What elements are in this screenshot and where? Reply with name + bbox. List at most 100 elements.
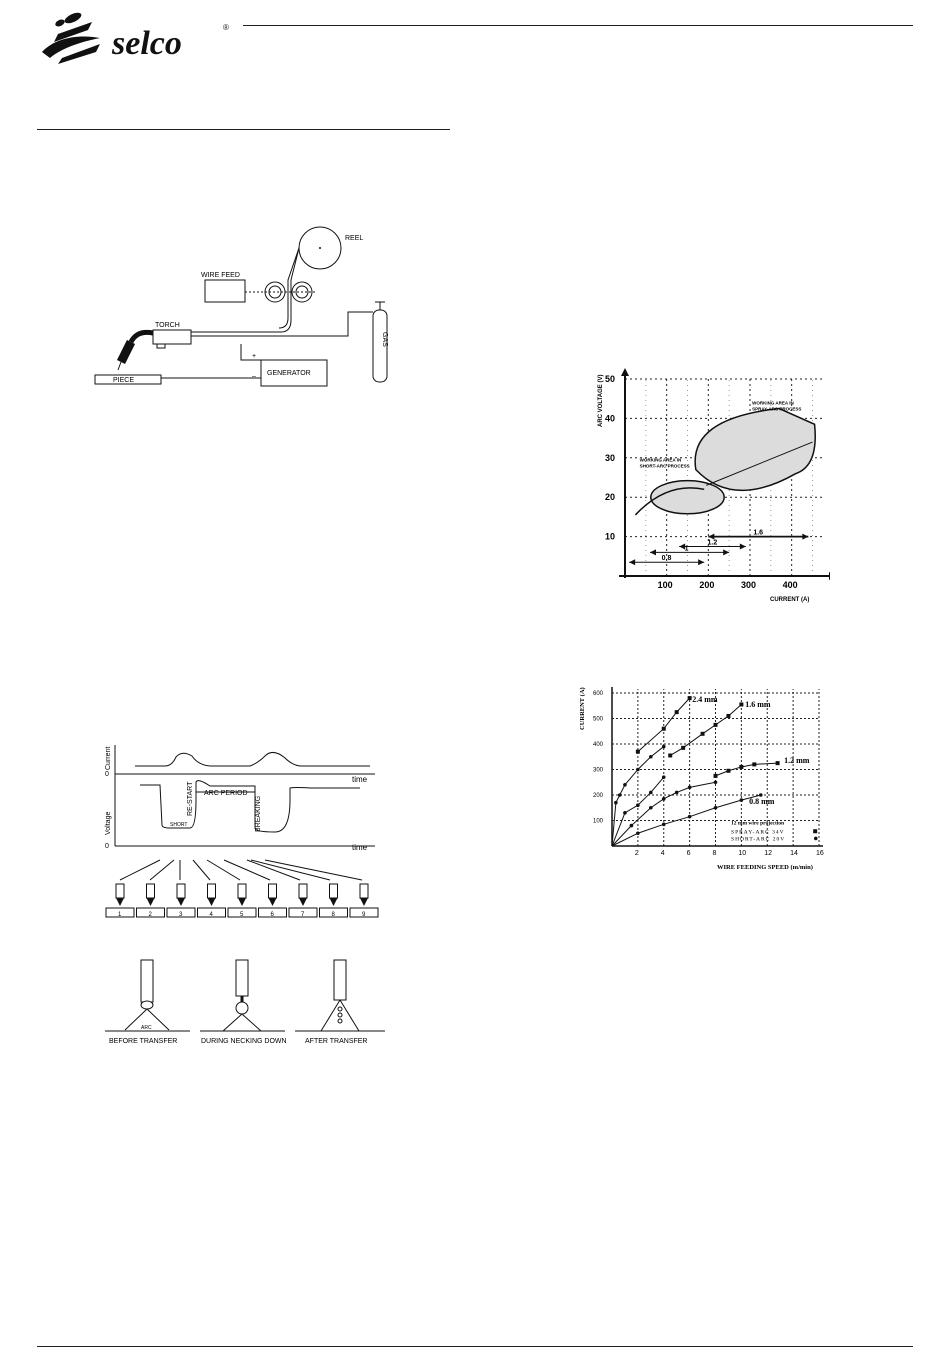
x-tick-label: 300 [741, 580, 756, 590]
workpiece-step [105, 907, 135, 918]
minus-sign: – [252, 373, 256, 380]
spray-arc-point [668, 753, 673, 758]
series-label: 1.2 mm [784, 756, 810, 765]
stage-necking-down: DURING NECKING DOWN [200, 959, 287, 1045]
spray-arc-point [726, 768, 731, 773]
x-tick-label: 14 [790, 850, 798, 857]
short-arc-point [713, 805, 718, 810]
zero-label-2: 0 [105, 843, 109, 850]
droplet-icon [116, 898, 124, 906]
short-arc-point [614, 800, 618, 805]
spray-arc-point [739, 702, 744, 707]
restart-label: RE-START [187, 781, 194, 816]
zero-label: 0 [105, 771, 109, 778]
workpiece [94, 374, 162, 385]
short-arc-point [674, 790, 679, 795]
short-arc-point [617, 793, 622, 797]
spray-arc-point [775, 761, 780, 766]
range-arrow-right [802, 533, 809, 540]
y-tick-label: 10 [605, 532, 615, 542]
droplet-icon [360, 898, 368, 906]
range-arrow-left [708, 533, 715, 540]
workpiece-step [258, 907, 287, 918]
short-annotation: WORKING AREA IN [640, 458, 682, 463]
legend-title: 12 mm wire projection [731, 820, 784, 826]
legend-spray-marker [813, 829, 818, 834]
short-arc-point [739, 798, 744, 802]
x-tick-label: 8 [713, 850, 717, 857]
spray-arc-point [739, 764, 744, 769]
workpiece-step [349, 907, 379, 918]
spray-annotation: WORKING AREA IN [752, 401, 794, 406]
step-number: 4 [210, 912, 214, 918]
y-tick-label: 30 [605, 453, 615, 463]
wire-tip [298, 883, 308, 899]
wire-tip [176, 883, 186, 899]
droplet-icon [238, 898, 246, 906]
spray-arc-point [681, 745, 686, 750]
droplet-icon [268, 898, 277, 906]
step-number: 2 [149, 912, 153, 918]
x-axis-title: CURRENT (A) [770, 597, 809, 603]
y-tick-label: 40 [605, 413, 615, 423]
legend-short-marker [813, 836, 818, 841]
spray-annotation: SPRAY-ARC PROCESS [752, 407, 801, 412]
generator-label: GENERATOR [267, 370, 311, 377]
torch-nozzle-icon [116, 339, 136, 365]
short-arc-trend-line [634, 487, 705, 516]
short-arc-point [636, 767, 640, 772]
torch-body [152, 329, 192, 345]
short-arc-point [649, 805, 653, 810]
step-number: 3 [179, 912, 183, 918]
series-label: 0.8 mm [749, 797, 775, 806]
wire-tip [146, 883, 155, 899]
droplet-icon [207, 898, 216, 906]
spray-arc-point [687, 696, 692, 701]
plus-sign: + [252, 353, 256, 360]
short-arc-point [649, 790, 653, 795]
selco-logo-mark: selco ® [42, 12, 229, 64]
x-tick-label: 10 [738, 850, 746, 857]
transfer-stages-diagram: ARC BEFORE TRANSFER DURING NECKING DOWN … [105, 959, 385, 1045]
y-tick-label: 600 [593, 691, 604, 697]
x-tick-label: 200 [699, 580, 714, 590]
short-arc-point [636, 831, 640, 836]
wire-tip [268, 883, 277, 899]
header-rule [243, 25, 913, 26]
short-arc-point [629, 823, 634, 828]
piece-label: PIECE [113, 377, 134, 384]
x-tick-label: 12 [764, 850, 772, 857]
step-number: 6 [271, 912, 275, 918]
spray-arc-trend-line [706, 441, 813, 486]
x-axis-title: WIRE FEEDING SPEED (m/min) [717, 864, 813, 871]
spray-arc-point [674, 710, 679, 715]
y-tick-label: 400 [593, 742, 604, 748]
wire-feed-label: WIRE FEED [201, 272, 240, 279]
generator-box [260, 359, 328, 387]
x-tick-label: 6 [687, 850, 691, 857]
current-axis-label: Current [105, 747, 112, 770]
spray-arc-point [726, 713, 731, 718]
spray-arc-point [661, 726, 666, 731]
legend-short: SHORT-ARC 20V [731, 836, 785, 842]
short-annotation: SHORT-ARC PROCESS [640, 464, 690, 469]
short-arc-region [650, 479, 725, 515]
step-number: 7 [301, 912, 305, 918]
wire-tip [359, 883, 369, 899]
y-axis-title: CURRENT (A) [579, 687, 586, 730]
range-arrow-right [698, 559, 705, 566]
step-number: 9 [362, 912, 366, 918]
short-arc-point [661, 775, 666, 779]
y-axis-title: ARC VOLTAGE (V) [598, 375, 604, 427]
spray-arc-point [635, 749, 640, 754]
spray-arc-region [694, 407, 816, 492]
range-arrow-left [679, 543, 686, 550]
time-label-2: time [352, 843, 368, 852]
section-rule [37, 129, 450, 130]
spray-arc-curve [669, 704, 742, 756]
x-axis-arrow [829, 572, 837, 580]
